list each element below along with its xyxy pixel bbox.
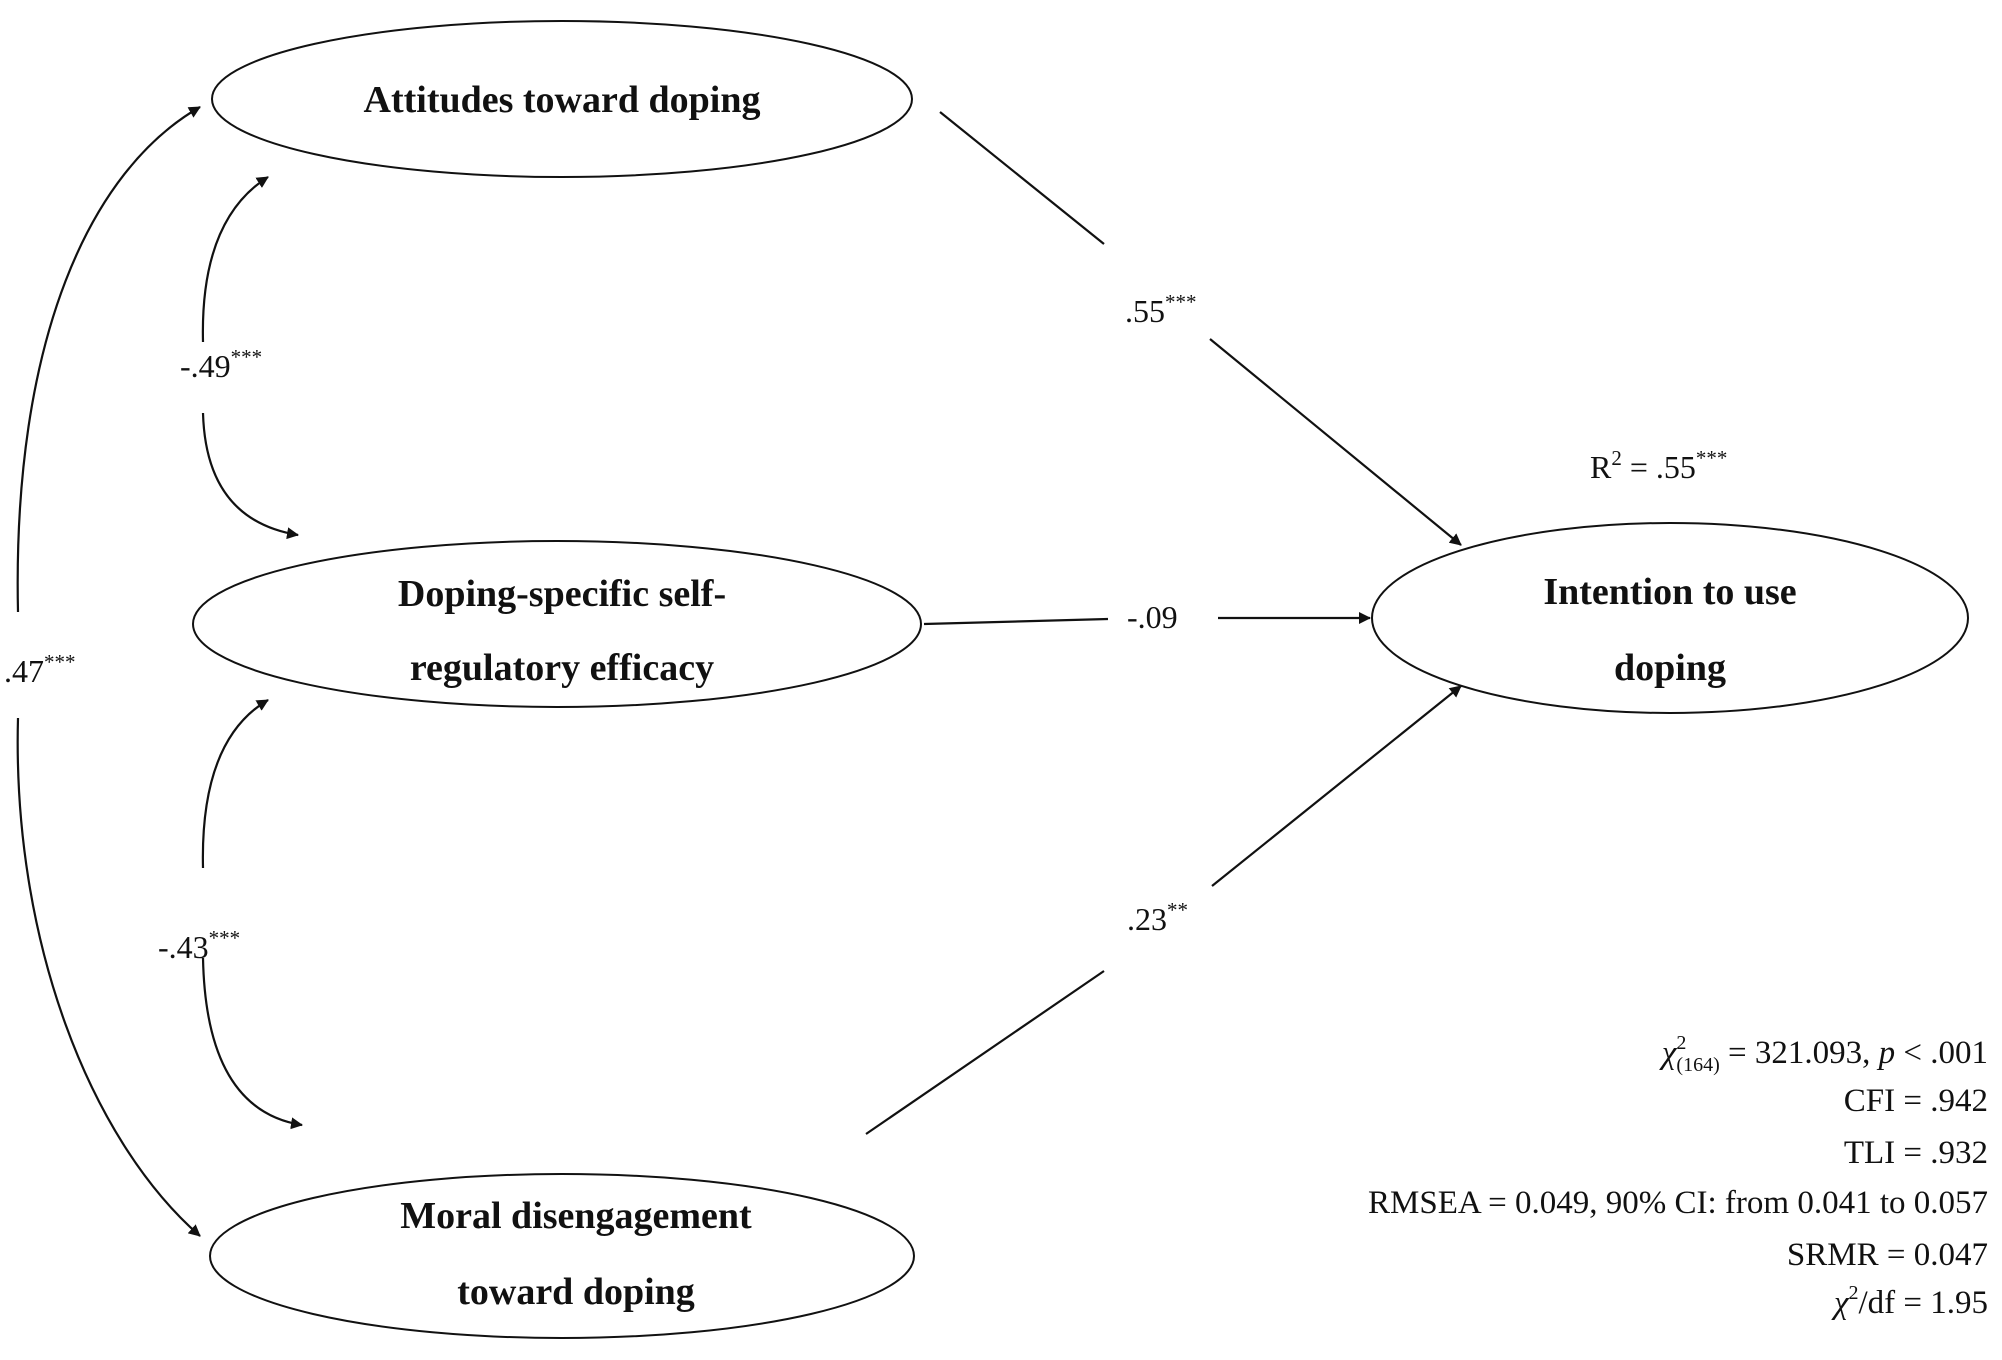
corr-arc-attitudes-efficacy-bottom (201, 412, 299, 540)
node-efficacy: Doping-specific self- regulatory efficac… (192, 540, 922, 708)
node-moral-line2: toward doping (457, 1271, 695, 1313)
corr-arc-attitudes-efficacy-top (201, 176, 269, 343)
coef-attitudes-moral: .47*** (4, 650, 76, 689)
coef-moral-to-intention: .23** (1127, 898, 1188, 937)
corr-arc-attitudes-moral-top (16, 106, 201, 613)
corr-arc-efficacy-moral-bottom (201, 957, 303, 1130)
fit-indices: χ2(164) = 321.093, p < .001 CFI = .942 T… (1368, 1032, 1988, 1321)
path-attitudes-to-intention-tail (1209, 338, 1462, 546)
node-moral-line1: Moral disengagement (400, 1195, 752, 1237)
node-intention-line1: Intention to use (1543, 571, 1796, 613)
coef-attitudes-to-intention: .55*** (1125, 290, 1197, 329)
node-efficacy-line1: Doping-specific self- (398, 573, 726, 615)
coef-efficacy-moral: -.43*** (158, 926, 240, 965)
r-squared: R2 = .55*** (1590, 446, 1727, 485)
node-intention-line2: doping (1614, 647, 1726, 689)
fit-tli: TLI = .932 (1844, 1135, 1988, 1171)
corr-arc-attitudes-moral-bottom (16, 717, 201, 1237)
path-moral-to-intention-tail (1211, 685, 1462, 887)
corr-arc-efficacy-moral-top (201, 699, 269, 869)
fit-chi-df: χ2/df = 1.95 (1831, 1282, 1988, 1321)
fit-cfi: CFI = .942 (1844, 1083, 1988, 1119)
path-efficacy-to-intention (923, 617, 1109, 626)
coef-efficacy-to-intention: -.09 (1127, 599, 1178, 635)
node-attitudes: Attitudes toward doping (211, 20, 913, 178)
node-moral: Moral disengagement toward doping (209, 1173, 915, 1339)
coef-attitudes-efficacy: -.49*** (180, 345, 262, 384)
path-moral-to-intention (865, 970, 1105, 1135)
node-efficacy-line2: regulatory efficacy (410, 647, 714, 689)
node-intention: Intention to use doping (1371, 522, 1969, 714)
fit-srmr: SRMR = 0.047 (1787, 1237, 1988, 1273)
fit-rmsea: RMSEA = 0.049, 90% CI: from 0.041 to 0.0… (1368, 1185, 1988, 1221)
fit-chi-square: χ2(164) = 321.093, p < .001 (1659, 1032, 1988, 1076)
node-attitudes-line1: Attitudes toward doping (364, 79, 761, 121)
path-attitudes-to-intention (939, 111, 1105, 245)
